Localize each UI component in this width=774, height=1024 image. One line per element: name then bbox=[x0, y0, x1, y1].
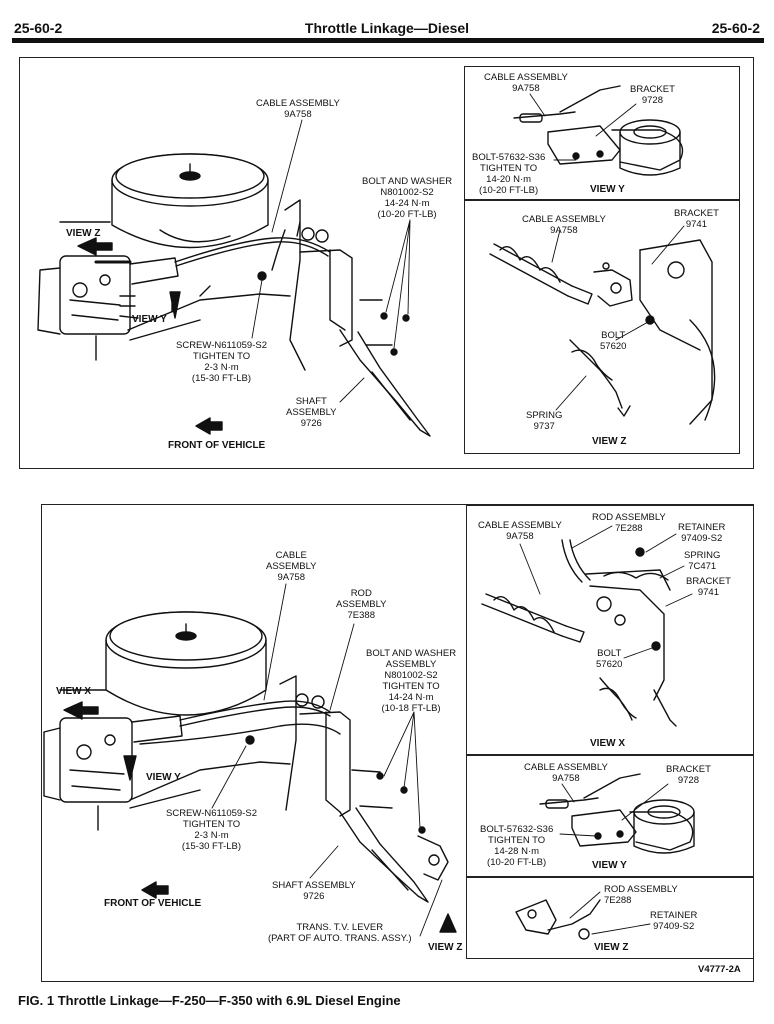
top-view-z-title: VIEW Z bbox=[592, 436, 627, 447]
bottom-cable-assembly-label: CABLE ASSEMBLY 9A758 bbox=[266, 550, 317, 583]
bottom-shaft-assembly-label: SHAFT ASSEMBLY 9726 bbox=[272, 880, 356, 902]
top-shaft-assembly-label: SHAFT ASSEMBLY 9726 bbox=[286, 396, 337, 429]
top-air-cleaner bbox=[111, 153, 269, 249]
top-view-z-cable-label: CABLE ASSEMBLY 9A758 bbox=[522, 214, 606, 236]
bottom-view-y-bolt-label: BOLT-57632-S36 TIGHTEN TO 14-28 N·m (10-… bbox=[480, 824, 554, 868]
bottom-view-x-art bbox=[481, 539, 677, 727]
bottom-view-y-bracket-label: BRACKET 9728 bbox=[666, 764, 711, 786]
bottom-view-x-box bbox=[466, 505, 754, 755]
top-view-arrows bbox=[77, 237, 223, 435]
bottom-view-z-arrow-label: VIEW Z bbox=[428, 942, 463, 953]
bottom-front-arrow bbox=[141, 881, 169, 899]
bottom-view-y-title: VIEW Y bbox=[592, 860, 627, 871]
bottom-rod-assembly-label: ROD ASSEMBLY 7E388 bbox=[336, 588, 387, 621]
bottom-view-z-arrow bbox=[439, 913, 457, 933]
bottom-view-z-box bbox=[466, 877, 754, 959]
top-view-y-bolt-label: BOLT-57632-S36 TIGHTEN TO 14-20 N·m (10-… bbox=[472, 152, 546, 196]
bottom-trans-tv-lever-label: TRANS. T.V. LEVER (PART OF AUTO. TRANS. … bbox=[268, 922, 412, 944]
top-view-z-arrow-label: VIEW Z bbox=[66, 228, 101, 239]
top-view-y-arrow-label: VIEW Y bbox=[132, 314, 167, 325]
top-cable-assembly-label: CABLE ASSEMBLY 9A758 bbox=[256, 98, 340, 120]
top-view-z-bracket-label: BRACKET 9741 bbox=[674, 208, 719, 230]
header-rule bbox=[12, 38, 764, 43]
top-screw-label: SCREW-N611059-S2 TIGHTEN TO 2-3 N·m (15-… bbox=[176, 340, 267, 384]
bottom-view-x-retainer-label: RETAINER 97409-S2 bbox=[678, 522, 726, 544]
top-injection-pump bbox=[37, 255, 179, 335]
top-bolt-and-washer-label: BOLT AND WASHER N801002-S2 14-24 N·m (10… bbox=[362, 176, 453, 220]
top-firewall-and-pedal bbox=[271, 199, 431, 437]
top-front-of-vehicle-label: FRONT OF VEHICLE bbox=[168, 440, 266, 451]
top-view-y-arrow bbox=[169, 291, 181, 319]
bottom-firewall-and-pedal bbox=[279, 675, 449, 903]
figure-number: V4777-2A bbox=[698, 964, 741, 975]
bottom-view-x-bolt-label: BOLT 57620 bbox=[596, 648, 623, 670]
top-view-z-spring-label: SPRING 9737 bbox=[526, 410, 563, 432]
top-view-y-cable-label: CABLE ASSEMBLY 9A758 bbox=[484, 72, 568, 94]
bottom-view-x-rod-label: ROD ASSEMBLY 7E288 bbox=[592, 512, 666, 534]
bottom-view-x-arrow-label: VIEW X bbox=[56, 686, 92, 697]
bottom-view-y-art bbox=[539, 773, 695, 854]
bottom-front-of-vehicle-label: FRONT OF VEHICLE bbox=[104, 898, 202, 909]
top-view-z-box bbox=[464, 200, 740, 454]
bottom-injection-pump bbox=[43, 708, 183, 803]
page-number-left: 25-60-2 bbox=[14, 20, 63, 36]
bottom-bolt-and-washer-label: BOLT AND WASHER ASSEMBLY N801002-S2 TIGH… bbox=[366, 648, 457, 714]
top-front-arrow bbox=[195, 417, 223, 435]
bottom-view-z-art bbox=[515, 899, 601, 940]
top-view-y-art bbox=[513, 85, 684, 176]
bottom-screw-label: SCREW-N611059-S2 TIGHTEN TO 2-3 N·m (15-… bbox=[166, 808, 257, 852]
bottom-view-z-title: VIEW Z bbox=[594, 942, 629, 953]
bottom-view-x-bracket-label: BRACKET 9741 bbox=[686, 576, 731, 598]
bottom-view-z-rod-label: ROD ASSEMBLY 7E288 bbox=[604, 884, 678, 906]
page-number-right: 25-60-2 bbox=[711, 20, 760, 36]
top-view-z-bolt-label: BOLT 57620 bbox=[600, 330, 627, 352]
bottom-view-arrows bbox=[63, 701, 457, 933]
bottom-throttle-cable-and-rod bbox=[139, 700, 341, 745]
bottom-view-x-arrow bbox=[63, 701, 99, 720]
bottom-air-cleaner bbox=[105, 611, 267, 716]
figure-caption: FIG. 1 Throttle Linkage—F-250—F-350 with… bbox=[18, 993, 401, 1008]
bottom-view-y-cable-label: CABLE ASSEMBLY 9A758 bbox=[524, 762, 608, 784]
bottom-view-x-title: VIEW X bbox=[590, 738, 626, 749]
top-diagram-panel bbox=[19, 57, 754, 469]
top-engine-outline bbox=[59, 221, 291, 361]
bottom-view-y-arrow bbox=[123, 755, 137, 781]
top-view-z-arrow bbox=[77, 237, 113, 256]
top-view-y-bracket-label: BRACKET 9728 bbox=[630, 84, 675, 106]
page-title: Throttle Linkage—Diesel bbox=[304, 20, 470, 36]
bottom-view-y-box bbox=[466, 755, 754, 877]
top-view-z-art bbox=[489, 239, 716, 425]
bottom-engine-outline bbox=[59, 689, 291, 831]
top-view-y-title: VIEW Y bbox=[590, 184, 625, 195]
bottom-view-x-spring-label: SPRING 7C471 bbox=[684, 550, 721, 572]
bottom-view-y-arrow-label: VIEW Y bbox=[146, 772, 181, 783]
top-leader-lines bbox=[251, 119, 411, 403]
bottom-view-z-retainer-label: RETAINER 97409-S2 bbox=[650, 910, 698, 932]
top-view-y-box bbox=[464, 66, 740, 200]
bottom-leader-lines bbox=[211, 583, 443, 937]
bottom-view-x-cable-label: CABLE ASSEMBLY 9A758 bbox=[478, 520, 562, 542]
